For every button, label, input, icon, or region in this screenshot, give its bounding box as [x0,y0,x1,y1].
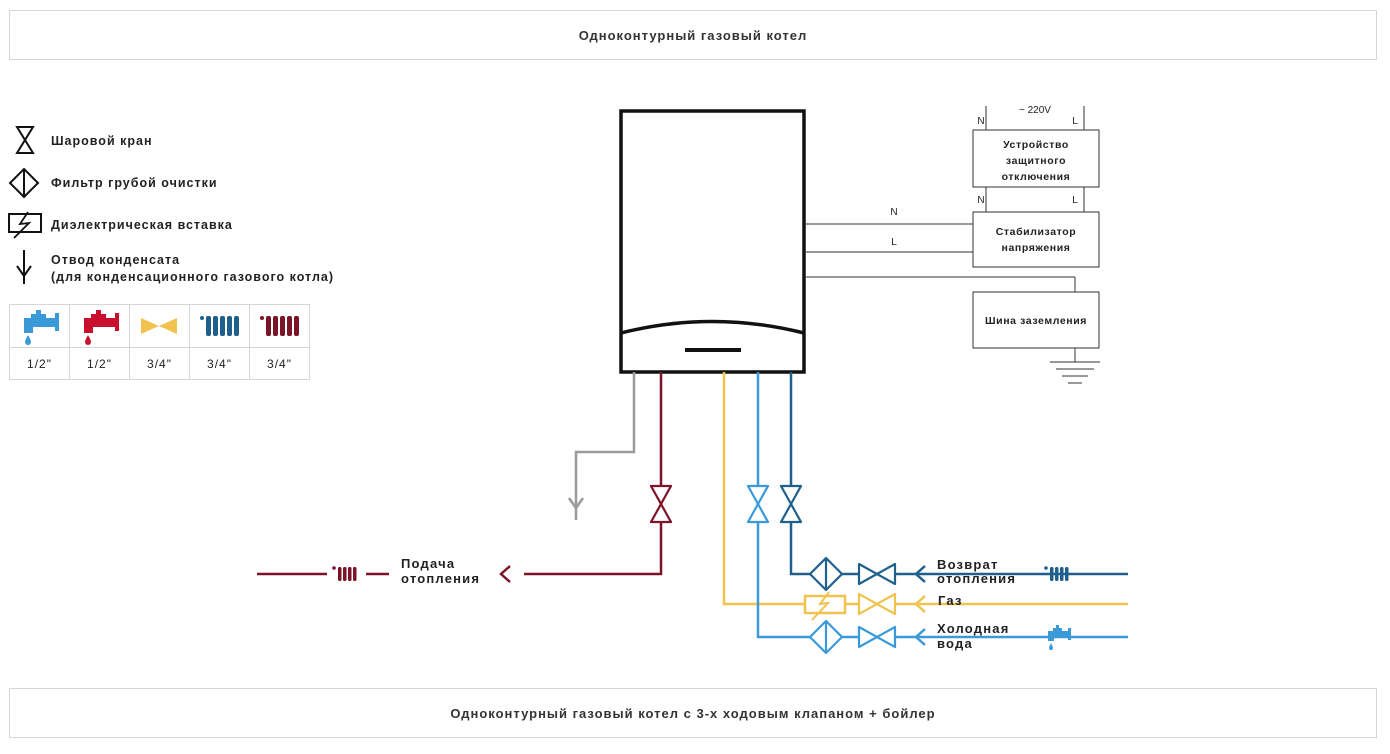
cold-water-tap-icon [1048,625,1071,650]
supply-label-line1: Подача [401,556,455,571]
hot-water-tap-icon [84,310,119,345]
cold-water-tap-icon [24,310,59,345]
rcd-box-line3: отключения [1002,171,1071,183]
cold-water-label-line2: вода [937,636,973,651]
size-gas: 3/4" [147,357,172,371]
wire-l-label: L [891,237,897,248]
size-cold-water: 1/2" [27,357,52,371]
heating-return-radiator-icon [200,316,239,336]
gas-valve-icon [141,318,177,334]
return-label-line1: Возврат [937,557,999,572]
stabilizer-box-line2: напряжения [1002,242,1071,254]
legend-dielectric-insert: Диэлектрическая вставка [51,218,233,232]
wire-n-label: N [890,207,897,218]
legend-ball-valve: Шаровой кран [51,134,153,148]
stabilizer-n-label: N [977,195,984,206]
tab-single-circuit-boiler[interactable]: Одноконтурный газовый котел [9,10,1377,60]
gas-label: Газ [938,593,963,608]
rcd-box-line1: Устройство [1003,139,1069,151]
condensate-drain-pipe [567,372,636,520]
heating-return-pipe [779,372,1128,592]
heating-supply-radiator-icon [332,566,357,581]
heating-return-radiator-icon [1044,566,1069,581]
boiler-unit [619,109,806,374]
heating-supply-pipe [257,372,673,583]
ball-valve-icon [15,126,35,154]
stabilizer-box-line1: Стабилизатор [996,226,1077,238]
gas-pipe [722,372,1128,621]
rcd-l-label: L [1072,116,1078,127]
stabilizer-l-label: L [1072,195,1078,206]
legend-condensate-line1: Отвод конденсата [51,253,180,267]
legend-coarse-filter: Фильтр грубой очистки [51,176,218,190]
voltage-label: ~ 220V [1019,105,1051,116]
coarse-filter-icon [8,167,40,199]
pipe-size-table: 1/2" 1/2" 3/4" 3/4" 3/4" [9,304,310,380]
size-heating-return: 3/4" [207,357,232,371]
ground-bus-label: Шина заземления [985,315,1087,327]
size-heating-supply: 3/4" [267,357,292,371]
rcd-n-label: N [977,116,984,127]
tab-boiler-with-3-way-valve[interactable]: Одноконтурный газовый котел с 3-х ходовы… [9,688,1377,738]
electrical-circuit [806,106,1100,384]
cold-water-pipe [746,372,1128,655]
cold-water-label-line1: Холодная [937,621,1010,636]
dielectric-insert-icon [8,211,42,239]
heating-supply-radiator-icon [260,316,299,336]
rcd-box-line2: защитного [1006,155,1066,167]
legend: Шаровой кран Фильтр грубой очистки Диэле… [8,126,334,284]
supply-label-line2: отопления [401,571,480,586]
return-label-line2: отопления [937,571,1016,586]
legend-condensate-line2: (для конденсационного газового котла) [51,270,334,284]
size-hot-water: 1/2" [87,357,112,371]
condensate-drain-icon [16,250,32,284]
